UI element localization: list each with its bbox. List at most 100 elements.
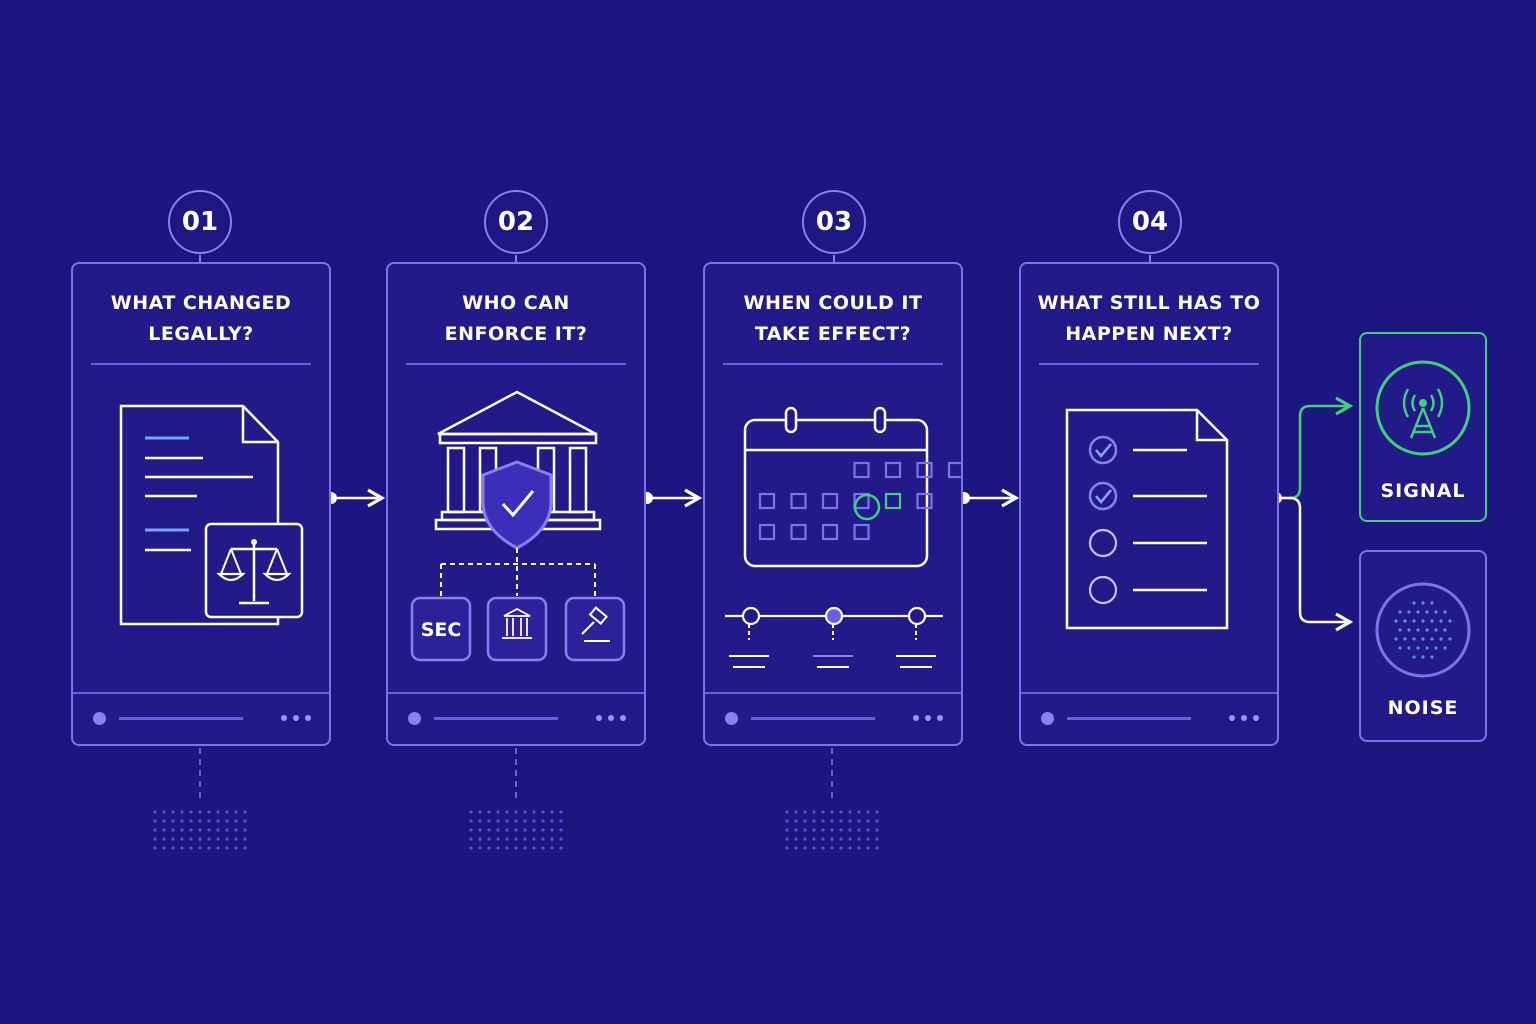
grid-dot — [505, 828, 509, 832]
grid-dot — [207, 828, 211, 832]
grid-dot — [839, 828, 843, 832]
grid-dot — [821, 846, 825, 850]
noise-dot — [1416, 628, 1420, 632]
grid-dot — [839, 819, 843, 823]
grid-dot — [794, 846, 798, 850]
grid-dot — [839, 846, 843, 850]
check-empty-icon — [1088, 528, 1118, 558]
grid-dot — [875, 837, 879, 841]
grid-dot — [857, 810, 861, 814]
grid-dot — [523, 837, 527, 841]
grid-dot — [830, 837, 834, 841]
noise-dot — [1398, 646, 1402, 650]
step-number-badge: 04 — [1118, 190, 1182, 254]
card-title: WHO CAN ENFORCE IT? — [444, 292, 588, 345]
noise-dot — [1407, 646, 1411, 650]
status-dot — [408, 712, 421, 725]
grid-dot — [162, 837, 166, 841]
step-card-1: WHAT CHANGED LEGALLY? — [71, 262, 331, 746]
calendar-day — [758, 492, 776, 510]
grid-dot — [532, 837, 536, 841]
grid-dot — [866, 810, 870, 814]
divider — [91, 363, 311, 365]
grid-dot — [812, 828, 816, 832]
grid-dot — [830, 828, 834, 832]
checklist-icon — [1065, 408, 1229, 630]
more-icon[interactable] — [913, 715, 943, 721]
grid-dot — [550, 846, 554, 850]
grid-dot — [532, 810, 536, 814]
grid-dot — [875, 828, 879, 832]
grid-dot — [496, 819, 500, 823]
sec-chip — [410, 596, 472, 662]
noise-dot — [1425, 628, 1429, 632]
grid-dot — [514, 810, 518, 814]
grid-dot — [866, 819, 870, 823]
grid-dot — [225, 828, 229, 832]
sec-label: SEC — [421, 619, 462, 641]
grid-dot — [496, 846, 500, 850]
grid-dot — [541, 819, 545, 823]
step-card-4: WHAT STILL HAS TO HAPPEN NEXT? — [1019, 262, 1279, 746]
grid-dot — [550, 810, 554, 814]
more-icon[interactable] — [281, 715, 311, 721]
grid-dot — [830, 810, 834, 814]
grid-dot — [532, 819, 536, 823]
noise-dot — [1421, 601, 1425, 605]
grid-dot — [153, 819, 157, 823]
grid-dot — [857, 846, 861, 850]
grid-dot — [207, 846, 211, 850]
noise-dot — [1412, 601, 1416, 605]
grid-dot — [198, 846, 202, 850]
grid-dot — [234, 837, 238, 841]
noise-dot — [1398, 628, 1402, 632]
noise-dot — [1421, 655, 1425, 659]
grid-dot — [469, 819, 473, 823]
grid-dot — [243, 810, 247, 814]
grid-dot — [821, 837, 825, 841]
grid-dot — [559, 810, 563, 814]
grid-dot — [469, 828, 473, 832]
more-icon[interactable] — [596, 715, 626, 721]
grid-dot — [559, 837, 563, 841]
grid-dot — [812, 819, 816, 823]
grid-dot — [857, 819, 861, 823]
step-number-badge: 01 — [168, 190, 232, 254]
grid-dot — [848, 846, 852, 850]
noise-dot — [1448, 619, 1452, 623]
grid-dot — [487, 819, 491, 823]
grid-dot — [234, 810, 238, 814]
grid-dot — [225, 837, 229, 841]
grid-dot — [532, 828, 536, 832]
grid-dot — [794, 837, 798, 841]
noise-dot — [1407, 628, 1411, 632]
divider — [406, 363, 626, 365]
grid-dot — [171, 819, 175, 823]
calendar-day — [821, 492, 839, 510]
grid-dot — [505, 810, 509, 814]
grid-dot — [857, 837, 861, 841]
card-footer — [705, 692, 961, 744]
divider — [723, 363, 943, 365]
grid-dot — [153, 846, 157, 850]
branch-connector — [1270, 396, 1354, 632]
calendar-day — [884, 461, 902, 479]
grid-dot — [812, 846, 816, 850]
grid-dot — [180, 837, 184, 841]
grid-dot — [171, 846, 175, 850]
grid-dot — [875, 846, 879, 850]
grid-dot — [198, 819, 202, 823]
grid-dot — [550, 837, 554, 841]
grid-dot — [803, 828, 807, 832]
grid-dot — [216, 819, 220, 823]
calendar-day — [884, 492, 902, 510]
grid-dot — [514, 846, 518, 850]
grid-dot — [559, 828, 563, 832]
grid-dot — [207, 837, 211, 841]
grid-dot — [812, 810, 816, 814]
noise-dot — [1412, 637, 1416, 641]
calendar-day — [790, 492, 807, 510]
grid-dot — [523, 846, 527, 850]
grid-dot — [803, 846, 807, 850]
more-icon[interactable] — [1229, 715, 1259, 721]
